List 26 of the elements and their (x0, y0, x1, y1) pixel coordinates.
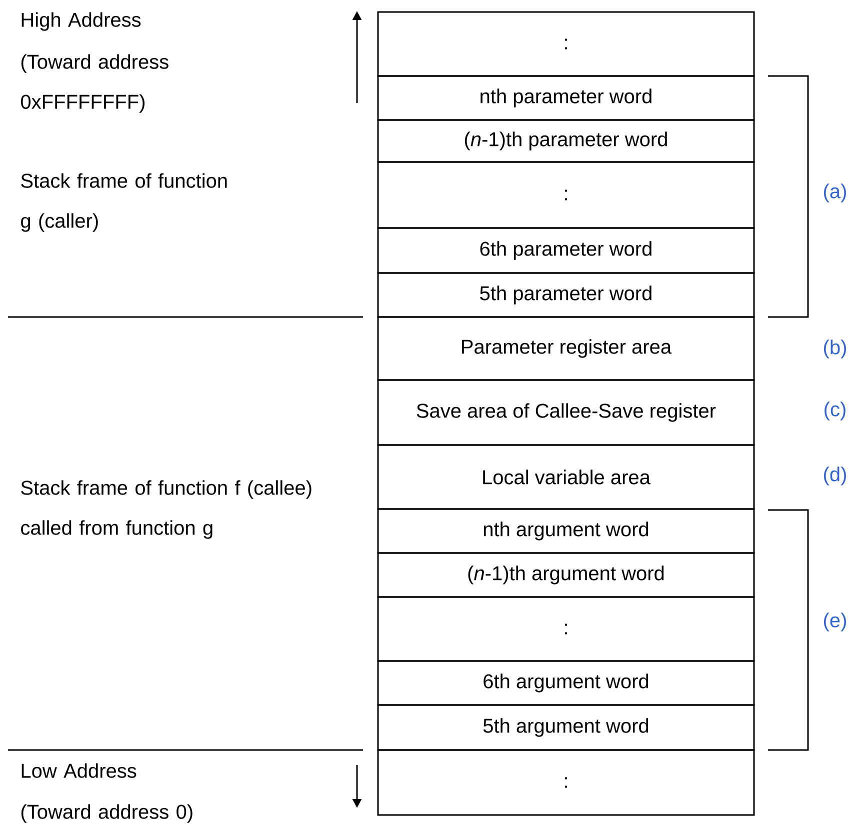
stack-cell: 6th argument word (377, 660, 755, 706)
bracket-label: (c) (824, 402, 846, 420)
bracket-label: (b) (824, 340, 846, 358)
bracket-label: (a) (824, 184, 846, 202)
stack-cell: 5th parameter word (377, 272, 755, 318)
stack-cell: (n-1)th argument word (377, 552, 755, 598)
side-text: Stack frame of function f (callee) called from function g (21, 480, 312, 539)
side-text: Low Address (22, 763, 136, 778)
bracket-label: (e) (824, 612, 846, 632)
side-text: Stack frame of function g (caller) (21, 173, 227, 232)
stack-cell: nth argument word (377, 508, 755, 554)
stack-cell: (n-1)th parameter word (377, 119, 755, 163)
stack-cell: Parameter register area (377, 316, 755, 381)
side-text: (Toward address 0xFFFFFFFF) (21, 54, 168, 113)
bracket-label: (d) (824, 466, 846, 486)
stack-cell: nth parameter word (377, 75, 755, 121)
stack-cell: : (377, 596, 755, 662)
side-text: (Toward address 0) (21, 804, 192, 823)
stack-cell: 5th argument word (377, 704, 755, 751)
stack-cell: 6th parameter word (377, 227, 755, 274)
stack-cell: : (377, 161, 755, 229)
stack-cell: : (377, 11, 755, 77)
side-text: High Address (22, 12, 141, 31)
stack-cell: : (377, 749, 755, 816)
stack-cell: Save area of Callee-Save register (377, 379, 755, 446)
stack-cell: Local variable area (377, 444, 755, 510)
